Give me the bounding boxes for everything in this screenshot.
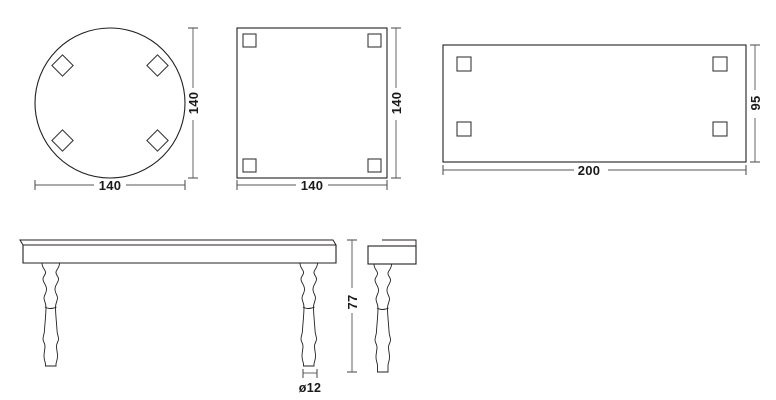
dimension-round-depth: 140 (186, 27, 201, 179)
leg-marker-diamond (146, 129, 169, 152)
dimension-rect-width: 200 (442, 163, 747, 178)
round-leg-markers (51, 54, 169, 152)
square-top-view: 140 140 (236, 27, 404, 193)
turned-leg-profile (373, 263, 392, 373)
dimension-round-width: 140 (34, 178, 186, 193)
dimension-label-square-depth: 140 (389, 92, 404, 115)
turned-leg-inner-line (302, 306, 315, 309)
side-apron (367, 245, 417, 265)
leg-marker-square (456, 121, 472, 137)
leg-marker-square (242, 33, 257, 48)
rectangular-table-outline (442, 44, 747, 163)
turned-leg-inner-line (376, 307, 389, 310)
round-top-view: 140 140 (34, 27, 201, 193)
front-elevation-view: ø12 (19, 239, 337, 395)
dimension-rect-depth: 95 (748, 44, 763, 163)
dimension-label-round-width: 140 (99, 178, 122, 193)
front-tabletop-slab (19, 239, 337, 246)
side-tabletop-top-edge (368, 239, 417, 247)
dimension-label-square-width: 140 (301, 178, 324, 193)
leg-marker-square (456, 56, 472, 72)
leg-marker-diamond (51, 54, 74, 77)
side-leg (373, 263, 392, 373)
front-left-leg (41, 262, 60, 367)
turned-leg-profile (299, 262, 318, 367)
turned-leg-inner-line (44, 306, 57, 309)
side-elevation-view: 77 (345, 239, 417, 373)
dimension-label-table-height: 77 (345, 294, 360, 309)
rectangular-top-view: 200 95 (442, 44, 763, 178)
leg-marker-square (367, 158, 382, 173)
front-apron (22, 245, 337, 264)
leg-marker-square (712, 56, 728, 72)
square-table-outline (236, 27, 388, 179)
dimension-label-rect-width: 200 (578, 163, 601, 178)
dimension-table-height: 77 (345, 239, 360, 373)
leg-marker-square (712, 121, 728, 137)
rectangular-leg-markers (456, 56, 728, 137)
dimension-label-leg-diameter: ø12 (299, 381, 321, 395)
square-leg-markers (242, 33, 382, 173)
leg-marker-square (242, 158, 257, 173)
dimension-label-round-depth: 140 (186, 92, 201, 115)
round-table-outline (34, 27, 186, 179)
dimension-leg-diameter: ø12 (299, 369, 321, 395)
front-right-leg (299, 262, 318, 367)
leg-marker-diamond (146, 54, 169, 77)
leg-marker-diamond (51, 129, 74, 152)
dimension-square-depth: 140 (389, 27, 404, 179)
leg-marker-square (367, 33, 382, 48)
turned-leg-profile (41, 262, 60, 367)
dimension-square-width: 140 (236, 178, 388, 193)
dimension-label-rect-depth: 95 (748, 95, 763, 110)
